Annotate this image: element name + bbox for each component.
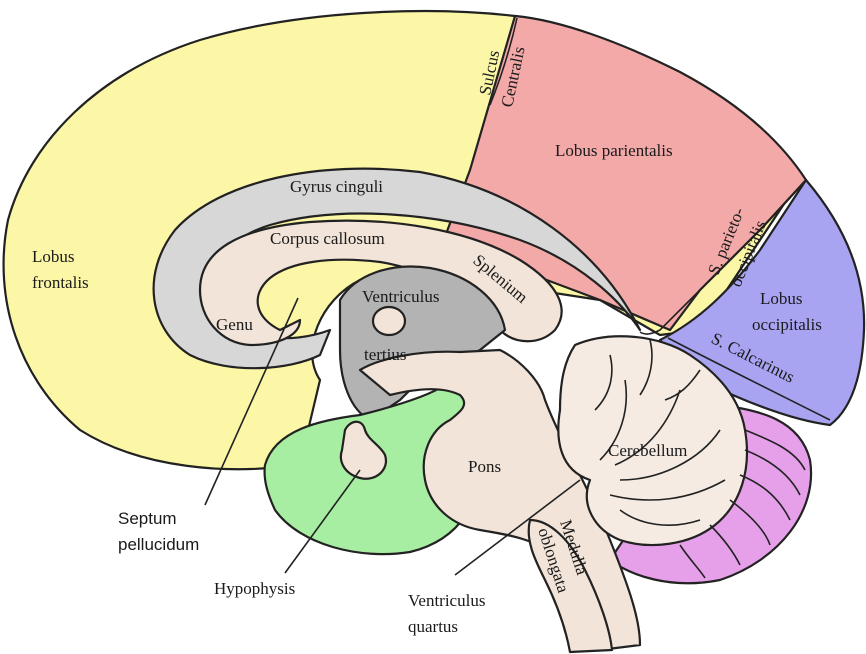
medulla-oblongata-region	[527, 518, 614, 654]
sulcus-calcarinus-line	[667, 337, 831, 421]
label-genu: Genu	[216, 315, 253, 334]
sulcus-centralis-line	[489, 17, 518, 106]
label-gyrus-cinguli: Gyrus cinguli	[290, 177, 383, 196]
gyrus-cinguli-region	[152, 167, 642, 370]
label-lobus-parientalis: Lobus parientalis	[555, 141, 673, 160]
label-cerebellum: Cerebellum	[608, 441, 687, 460]
label-ventriculus-tertius-2: tertius	[364, 345, 407, 364]
label-lobus-frontalis-2: frontalis	[32, 273, 89, 292]
label-pellucidum: pellucidum	[118, 535, 199, 554]
cerebellum-lateral-stripes	[679, 429, 806, 579]
cerebellum-region	[557, 335, 749, 547]
label-hypophysis: Hypophysis	[214, 579, 295, 598]
hypophysis-pointer-line	[284, 469, 361, 574]
label-ventriculus-quartus-1: Ventriculus	[408, 591, 485, 610]
cerebellum-folia	[594, 339, 726, 526]
ventriculus-quartus-pointer-line	[454, 479, 581, 576]
septum-pointer-line	[204, 297, 299, 506]
label-ventriculus-quartus-2: quartus	[408, 617, 458, 636]
massa-intermedia	[371, 305, 407, 337]
label-corpus-callosum: Corpus callosum	[270, 229, 385, 248]
label-ventriculus-tertius-1: Ventriculus	[362, 287, 439, 306]
label-lobus-frontalis-1: Lobus	[32, 247, 75, 266]
label-lobus-occipitalis-1: Lobus	[760, 289, 803, 308]
label-septum: Septum	[118, 509, 177, 528]
sulcus-parieto-occipitalis-line	[639, 179, 807, 335]
lobus-occipitalis-region	[658, 178, 866, 427]
label-pons: Pons	[468, 457, 501, 476]
hypophysis-region	[339, 420, 388, 480]
label-lobus-occipitalis-2: occipitalis	[752, 315, 822, 334]
